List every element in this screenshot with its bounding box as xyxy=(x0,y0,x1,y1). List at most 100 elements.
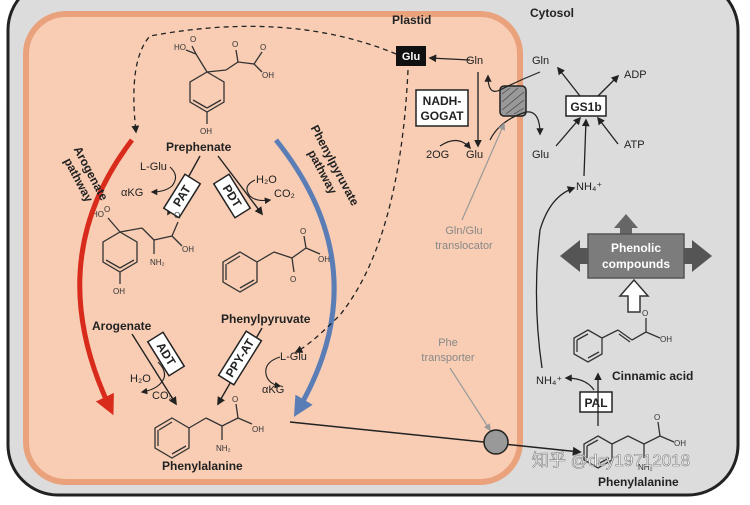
plastid-region xyxy=(23,11,523,485)
enzyme-gs1b: GS1b xyxy=(570,100,601,114)
phe-transporter-circle xyxy=(483,429,509,455)
arrow-arogenate-to-phe xyxy=(131,333,177,406)
phe-export-line xyxy=(289,421,582,456)
cinnamic-acid-structure xyxy=(573,318,661,363)
glu-cyt-label: Glu xyxy=(532,149,549,161)
translocator-hatch xyxy=(501,87,525,115)
arogenate-structure xyxy=(102,217,183,284)
cofactor-l-glu-1: L-Glu xyxy=(140,161,167,173)
phenylpyruvate-pathway-arrow xyxy=(274,138,337,417)
cofactor-h2o-1: H₂O xyxy=(256,174,277,186)
arrow-gs1b-gln xyxy=(557,66,581,97)
prephenate-oh-1: HO xyxy=(174,43,186,52)
phenylalanine-cytosol-structure xyxy=(583,421,675,469)
cinnamic-acid-label: Cinnamic acid xyxy=(612,369,693,383)
phenylalanine-label: Phenylalanine xyxy=(162,459,243,473)
enzyme-pal: PAL xyxy=(584,396,607,410)
arrow-nh4-gs1b xyxy=(581,118,590,177)
phenylpyruvate-structure xyxy=(222,235,321,293)
arogenate-oh-2: OH xyxy=(113,287,125,296)
phenolic-compounds-box xyxy=(587,233,685,279)
phe-transporter-pointer xyxy=(449,367,491,432)
arrow-glu-to-glubox xyxy=(428,54,471,63)
phenylpyruvate-o-1: O xyxy=(300,227,306,236)
arrow-pal-nh4 xyxy=(564,374,595,391)
cofactor-curve-2 xyxy=(246,179,272,205)
cofactor-akg-1: αKG xyxy=(121,187,143,199)
phenylalanine-structure xyxy=(154,403,253,459)
prephenate-o-1: O xyxy=(190,35,196,44)
glu-dashed-to-ppyat xyxy=(294,69,409,353)
enzyme-pdt-box xyxy=(212,173,252,219)
hollow-arrow-up xyxy=(618,278,650,313)
phenylalanine-oh: OH xyxy=(252,425,264,434)
enzyme-ppy-at-box xyxy=(217,330,263,386)
enzyme-nadh-gogat-box xyxy=(415,89,469,127)
cofactor-curve-1 xyxy=(150,166,177,196)
enzyme-pat-box xyxy=(162,173,202,219)
atp-label: ATP xyxy=(624,139,645,151)
phenylpyruvate-oh: OH xyxy=(318,255,330,264)
cofactor-curve-4 xyxy=(265,356,282,389)
arrow-nh4-loop xyxy=(535,186,576,369)
og2-label: 2OG xyxy=(426,149,449,161)
arogenate-o-1: HO xyxy=(92,210,104,219)
watermark: 知乎 @dcy19712018 xyxy=(532,451,690,470)
phe-cyt-oh: OH xyxy=(674,439,686,448)
cofactor-h2o-2: H₂O xyxy=(130,373,151,385)
arrow-gln-in xyxy=(484,71,541,92)
arogenate-o-3: O xyxy=(174,211,180,220)
cinnamic-oh: OH xyxy=(660,335,672,344)
glu-box xyxy=(396,46,426,66)
phenylpyruvate-o-2: O xyxy=(290,275,296,284)
arogenate-nh2: NH₂ xyxy=(150,258,165,267)
phenylalanine-o: O xyxy=(232,395,238,404)
prephenate-o-2: O xyxy=(232,40,238,49)
adp-label: ADP xyxy=(624,69,647,81)
translocator-pointer xyxy=(461,122,505,221)
nh4-1-label: NH₄⁺ xyxy=(576,181,602,193)
phenolic-arrow-left xyxy=(560,240,590,272)
phe-cyt-nh2: NH₂ xyxy=(638,463,653,472)
arrow-2og-curve xyxy=(439,139,471,150)
arogenate-label: Arogenate xyxy=(92,319,152,333)
phenylalanine-cytosol-label: Phenylalanine xyxy=(598,475,679,489)
cofactor-curve-3 xyxy=(140,361,166,395)
cytosol-label: Cytosol xyxy=(530,6,574,20)
cofactor-co2-2: CO₂ xyxy=(152,390,173,402)
prephenate-oh-3: OH xyxy=(200,127,212,136)
phenylpyruvate-label: Phenylpyruvate xyxy=(221,312,311,326)
arrow-glu-out xyxy=(489,111,544,141)
phenylalanine-nh2: NH₂ xyxy=(216,444,231,453)
gln-plastid-label: Gln xyxy=(466,55,483,67)
phe-cyt-o: O xyxy=(654,413,660,422)
glu-plastid-label: Glu xyxy=(466,149,483,161)
phenolic-arrow-right xyxy=(682,240,712,272)
arogenate-o-2: O xyxy=(104,205,110,214)
cofactor-co2-1: CO₂ xyxy=(274,188,295,200)
phenolic-arrow-up xyxy=(614,214,638,236)
prephenate-structure xyxy=(185,45,263,124)
enzyme-pal-box xyxy=(579,391,613,413)
glu-box-label: Glu xyxy=(402,51,420,63)
enzyme-adt-box xyxy=(146,331,186,377)
glu-dashed-to-prephenate xyxy=(131,25,397,134)
enzyme-nadh-gogat: NADH-GOGAT xyxy=(420,94,464,123)
arrow-gs1b-adp xyxy=(597,74,620,97)
prephenate-oh-2: OH xyxy=(262,71,274,80)
cofactor-l-glu-2: L-Glu xyxy=(280,351,307,363)
arogenate-pathway-arrow xyxy=(77,138,134,416)
arrow-atp-gs1b xyxy=(597,116,619,145)
arrow-prephenate-to-phenylpyruvate xyxy=(217,155,264,216)
arogenate-oh-1: OH xyxy=(182,245,194,254)
cofactor-akg-2: αKG xyxy=(262,384,284,396)
enzyme-gs1b-box xyxy=(565,95,607,117)
gln-cyt-label: Gln xyxy=(532,55,549,67)
arrow-glu-gs1b xyxy=(555,116,582,147)
nh4-2-label: NH₄⁺ xyxy=(536,375,562,387)
